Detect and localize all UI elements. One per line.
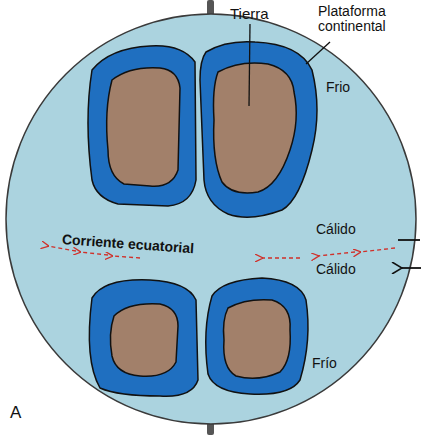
cold-label: Frío (312, 356, 337, 371)
warm-label: Cálido (316, 262, 356, 277)
figure-letter: A (10, 404, 21, 423)
cold-label: Frio (326, 80, 350, 95)
land-label: Tierra (230, 6, 269, 23)
warm-label: Cálido (316, 222, 356, 237)
shelf-label: Plataforma continental (318, 4, 418, 35)
